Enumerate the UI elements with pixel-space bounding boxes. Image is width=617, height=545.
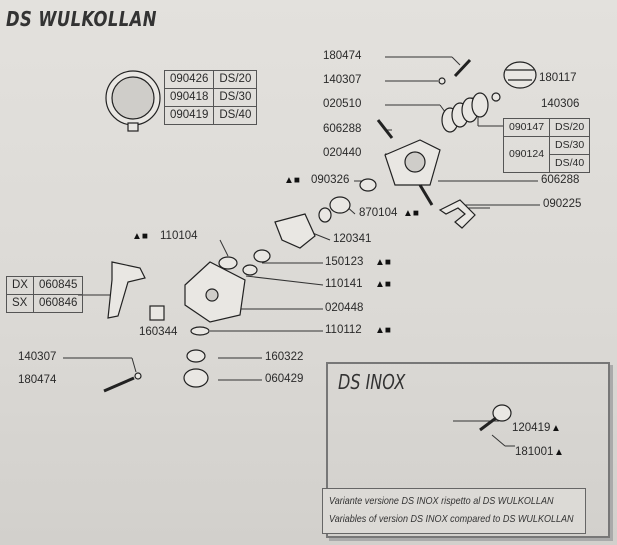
inox-title: DS INOX [338, 370, 406, 394]
part-label-606288-right: 606288 [541, 174, 580, 186]
symbol-tri-sq: ▲■ [403, 208, 419, 219]
part-label-110141: 110141 [325, 278, 363, 290]
symbol-tri-sq: ▲■ [132, 231, 148, 242]
symbol-tri-sq: ▲■ [375, 279, 391, 290]
model-cell: DS/20 [213, 70, 258, 89]
variant-note: Variante versione DS INOX rispetto al DS… [322, 488, 586, 534]
part-label-090326: 090326 [311, 174, 350, 186]
part-label-120419: 120419 [512, 422, 551, 434]
part-label-870104: 870104 [359, 207, 398, 219]
part-label-150123: 150123 [325, 256, 364, 268]
note-line-english: Variables of version DS INOX compared to… [329, 513, 574, 525]
model-cell: DS/20 [549, 118, 591, 137]
model-cell: DS/30 [549, 136, 591, 155]
part-label-120341: 120341 [333, 233, 372, 245]
part-label-020510: 020510 [323, 98, 362, 110]
part-code: 090418 [163, 88, 215, 107]
symbol-tri: ▲ [554, 447, 564, 458]
symbol-tri-sq: ▲■ [375, 325, 391, 336]
symbol-tri-sq: ▲■ [375, 257, 391, 268]
part-label-090225: 090225 [543, 198, 582, 210]
part-code: 090419 [163, 106, 215, 125]
part-label-160344: 160344 [139, 326, 178, 338]
part-label-180474-bottom: 180474 [18, 374, 57, 386]
part-label-181001: 181001 [515, 446, 554, 458]
part-label-060429: 060429 [265, 373, 304, 385]
part-label-110112: 110112 [325, 324, 362, 336]
part-code: 060846 [32, 294, 84, 313]
part-label-140307: 140307 [323, 74, 362, 86]
model-cell: DS/40 [213, 106, 258, 125]
part-code: 090147 [502, 118, 551, 137]
model-cell: DS/40 [549, 154, 591, 173]
main-title: DS WULKOLLAN [6, 7, 157, 31]
part-code: 090426 [163, 70, 215, 89]
symbol-tri: ▲ [551, 423, 561, 434]
part-label-140307-bottom: 140307 [18, 351, 57, 363]
part-label-160322: 160322 [265, 351, 304, 363]
side-cell: DX [6, 276, 34, 295]
table-row: DS/40 [504, 154, 591, 173]
part-label-020440: 020440 [323, 147, 362, 159]
part-label-110104: 110104 [160, 230, 198, 242]
part-code: 090124 [502, 136, 551, 173]
part-label-020448: 020448 [325, 302, 364, 314]
part-label-606288: 606288 [323, 123, 362, 135]
part-label-180474: 180474 [323, 50, 362, 62]
part-label-180117: 180117 [539, 72, 577, 84]
inox-variant-box: DS INOX [326, 362, 610, 538]
model-cell: DS/30 [213, 88, 258, 107]
part-label-140306: 140306 [541, 98, 580, 110]
note-line-italian: Variante versione DS INOX rispetto al DS… [329, 495, 554, 507]
part-code: 060845 [32, 276, 84, 295]
side-cell: SX [6, 294, 34, 313]
symbol-tri-sq: ▲■ [284, 175, 300, 186]
